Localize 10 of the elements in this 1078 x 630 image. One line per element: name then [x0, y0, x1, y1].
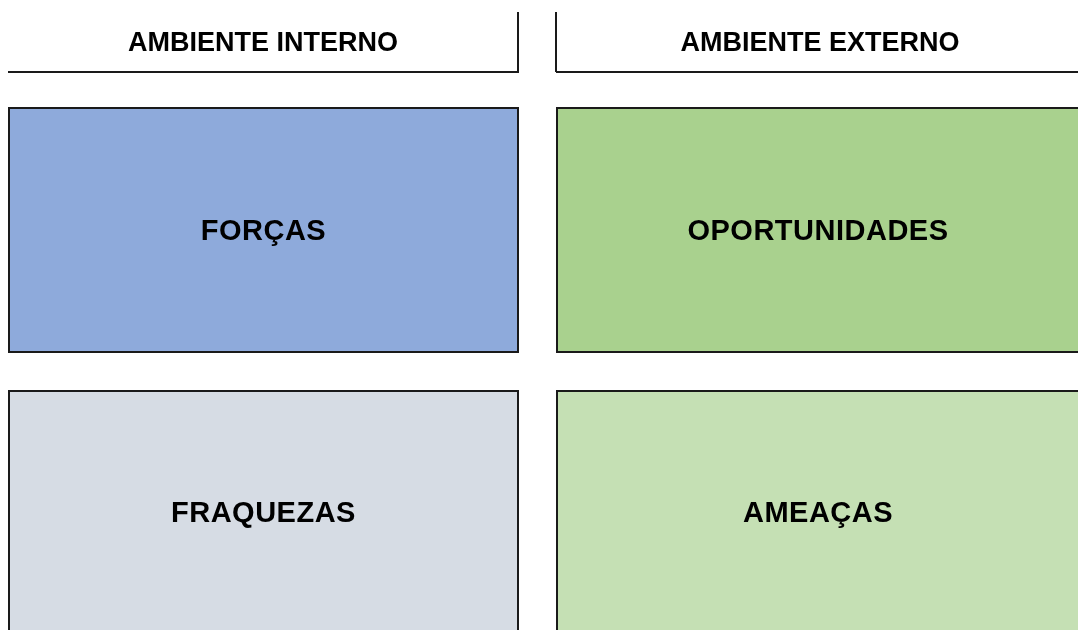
column-heading: AMBIENTE INTERNO — [128, 27, 398, 58]
quadrant-title: FRAQUEZAS — [171, 495, 356, 529]
quadrant-title: FORÇAS — [200, 213, 327, 247]
quadrant-title: AMEAÇAS — [742, 495, 894, 529]
column-heading: AMBIENTE EXTERNO — [680, 27, 960, 58]
quadrant-box — [8, 390, 519, 630]
quadrant-box — [556, 390, 1078, 630]
quadrant-box — [556, 107, 1078, 353]
quadrant-box — [8, 107, 519, 353]
quadrant-title: OPORTUNIDADES — [687, 213, 949, 247]
